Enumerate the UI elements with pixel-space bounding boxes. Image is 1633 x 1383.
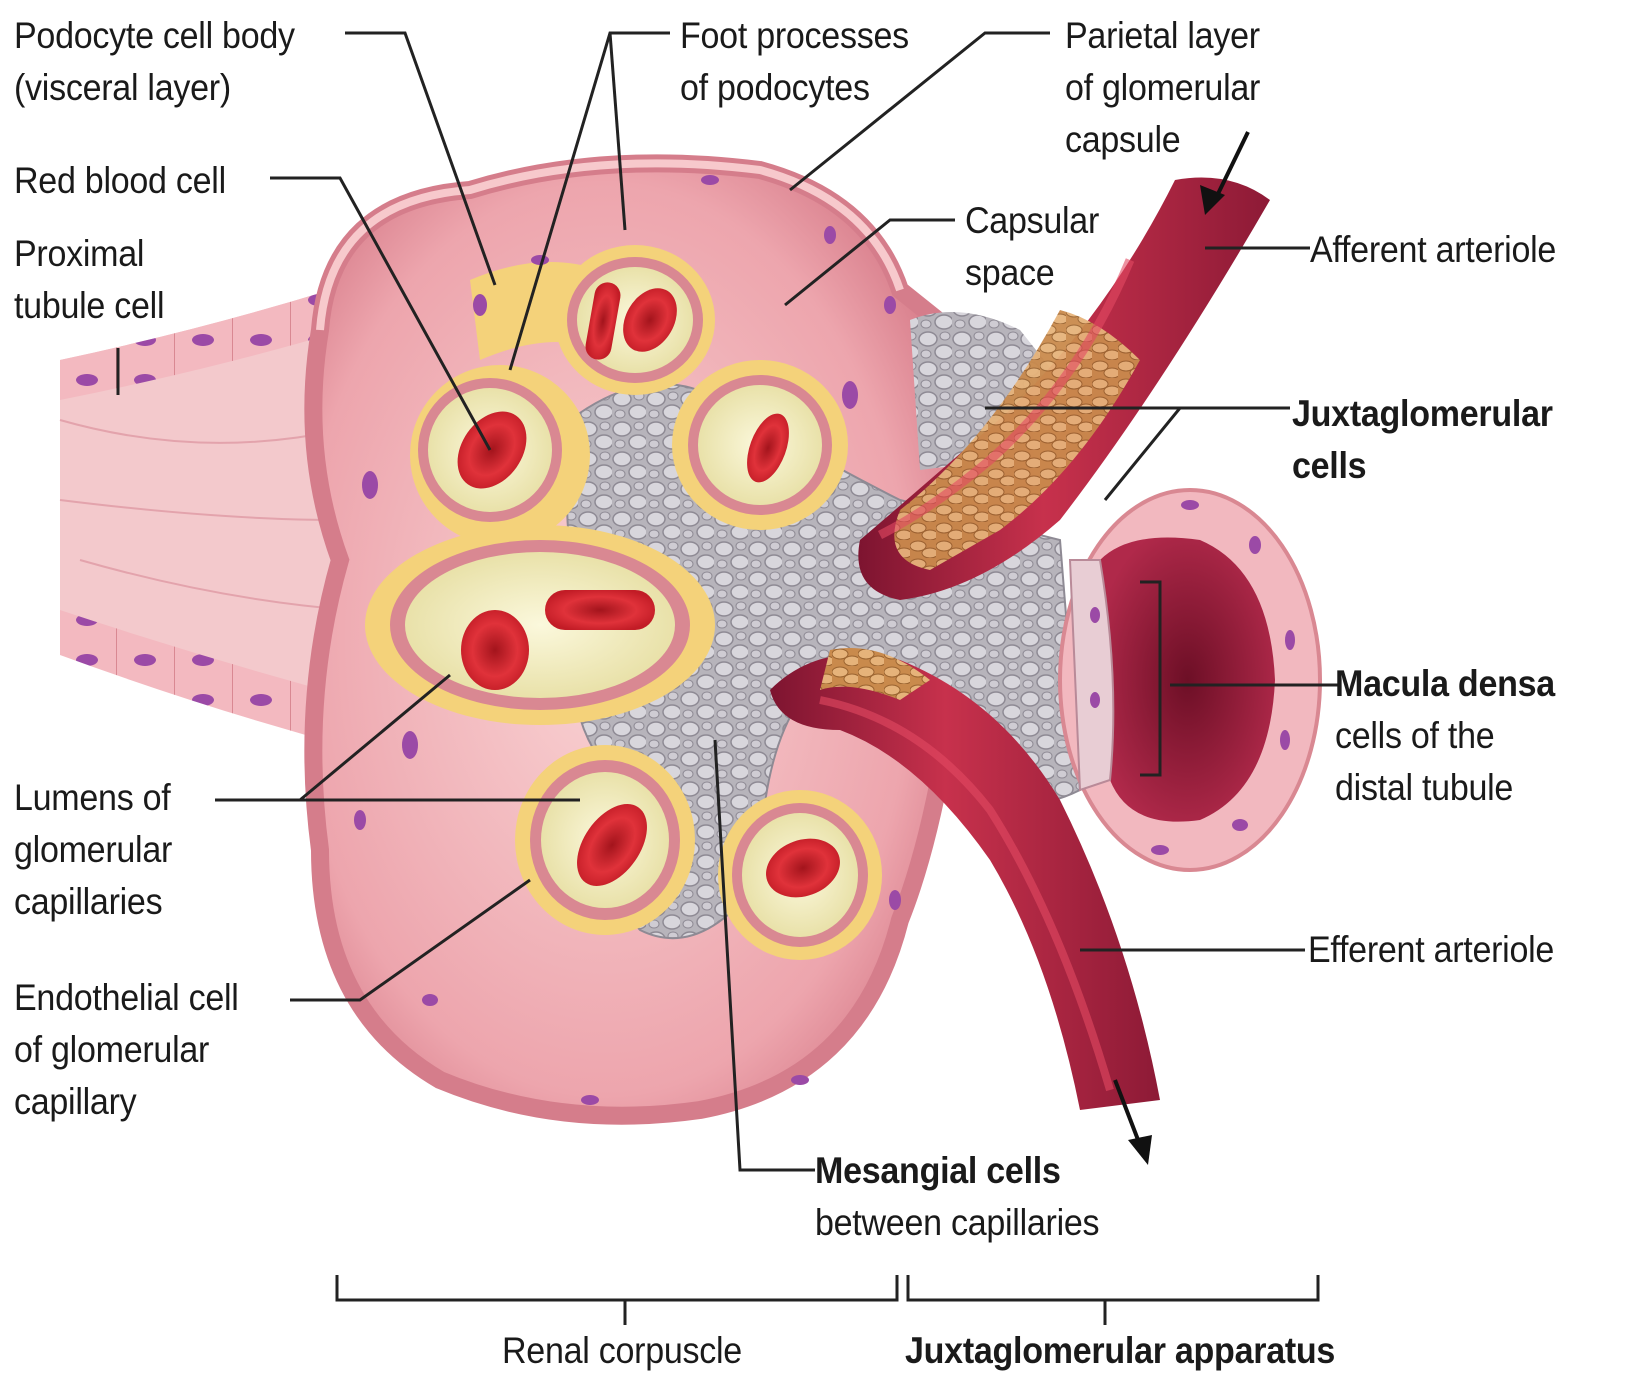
label-endothelial-cell: Endothelial cell of glomerular capillary <box>14 972 239 1128</box>
label-red-blood-cell: Red blood cell <box>14 155 226 207</box>
bracket-juxtaglomerular-apparatus <box>908 1275 1318 1300</box>
bracket-renal-corpuscle <box>337 1275 897 1300</box>
label-juxtaglomerular-cells: Juxtaglomerular cells <box>1292 388 1553 492</box>
label-mesangial-cells: Mesangial cells between capillaries <box>815 1145 1099 1249</box>
label-capsular-space: Capsular space <box>965 195 1099 299</box>
label-efferent-arteriole: Efferent arteriole <box>1308 924 1554 976</box>
label-afferent-arteriole: Afferent arteriole <box>1310 224 1556 276</box>
capillary-loop <box>515 745 695 935</box>
distal-tubule <box>1060 490 1320 870</box>
capillary-loop <box>718 790 882 960</box>
label-proximal-tubule-cell: Proximal tubule cell <box>14 228 164 332</box>
label-podocyte-cell-body: Podocyte cell body (visceral layer) <box>14 10 295 114</box>
label-foot-processes: Foot processes of podocytes <box>680 10 909 114</box>
label-macula-densa: Macula densa cells of the distal tubule <box>1335 658 1555 814</box>
label-parietal-layer: Parietal layer of glomerular capsule <box>1065 10 1260 166</box>
leader-juxtaglomerular-cells <box>1105 408 1290 500</box>
label-juxtaglomerular-apparatus: Juxtaglomerular apparatus <box>905 1325 1335 1377</box>
capillary-loop <box>672 360 848 530</box>
capillary-loop <box>410 365 590 545</box>
label-renal-corpuscle: Renal corpuscle <box>502 1325 742 1377</box>
label-lumens-of-glomerular-capillaries: Lumens of glomerular capillaries <box>14 772 172 928</box>
capillary-loop <box>365 525 715 725</box>
